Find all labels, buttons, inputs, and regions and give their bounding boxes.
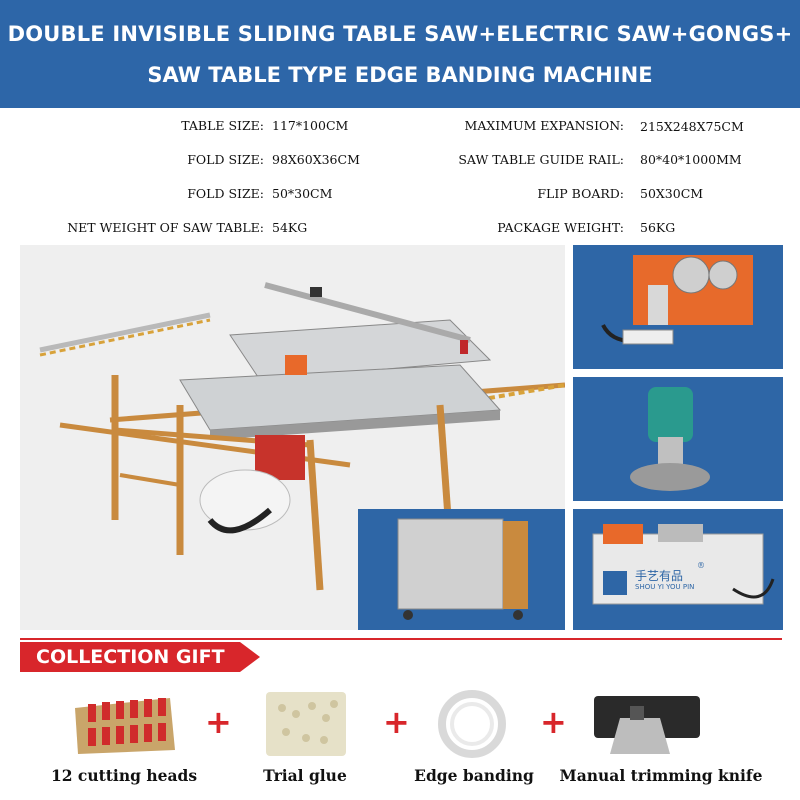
header-banner: DOUBLE INVISIBLE SLIDING TABLE SAW+ELECT…: [0, 0, 800, 108]
edge-banding-machine-image: 手艺有品 SHOU YI YOU PIN ®: [573, 509, 783, 630]
spec-value: 215X248X75CM: [640, 119, 744, 134]
spec-label: FLIP BOARD:: [537, 186, 624, 201]
spec-label: SAW TABLE GUIDE RAIL:: [458, 152, 624, 167]
title-line-2: SAW TABLE TYPE EDGE BANDING MACHINE: [147, 63, 653, 87]
gift-title: COLLECTION GIFT: [20, 642, 260, 672]
spec-label: MAXIMUM EXPANSION:: [464, 118, 624, 133]
spec-label: FOLD SIZE:: [187, 152, 264, 167]
spec-label: PACKAGE WEIGHT:: [497, 220, 624, 235]
gift-label: Manual trimming knife: [559, 766, 763, 785]
brand-en: SHOU YI YOU PIN: [635, 583, 695, 591]
trimming-knife-image: [590, 688, 708, 760]
title-line-1: DOUBLE INVISIBLE SLIDING TABLE SAW+ELECT…: [7, 22, 793, 46]
spec-value: 56KG: [640, 220, 676, 235]
spec-value: 80*40*1000MM: [640, 152, 742, 167]
saw-table-control-image: [573, 245, 783, 369]
electric-router-image: [573, 377, 783, 501]
plus-icon: +: [205, 703, 232, 741]
registered-mark: ®: [697, 561, 705, 570]
spec-label: NET WEIGHT OF SAW TABLE:: [67, 220, 264, 235]
folded-table-image: [358, 509, 565, 630]
gift-label: Trial glue: [263, 766, 347, 785]
spec-value: 98X60X36CM: [272, 152, 360, 167]
glue-bag-image: [262, 688, 350, 760]
spec-value: 50X30CM: [640, 186, 704, 201]
sliding-table-saw-image: [20, 245, 566, 630]
spec-value: 54KG: [272, 220, 308, 235]
spec-label: TABLE SIZE:: [181, 118, 264, 133]
brand-cn: 手艺有品: [635, 569, 684, 583]
spec-value: 117*100CM: [272, 118, 349, 133]
router-bits-image: [70, 688, 180, 760]
plus-icon: +: [383, 703, 410, 741]
spec-value: 50*30CM: [272, 186, 333, 201]
plus-icon: +: [540, 703, 567, 741]
edge-band-roll-image: [432, 688, 512, 760]
gift-label: Edge banding: [414, 766, 534, 785]
spec-label: FOLD SIZE:: [187, 186, 264, 201]
gift-divider: [20, 638, 782, 678]
gift-label: 12 cutting heads: [50, 766, 198, 785]
